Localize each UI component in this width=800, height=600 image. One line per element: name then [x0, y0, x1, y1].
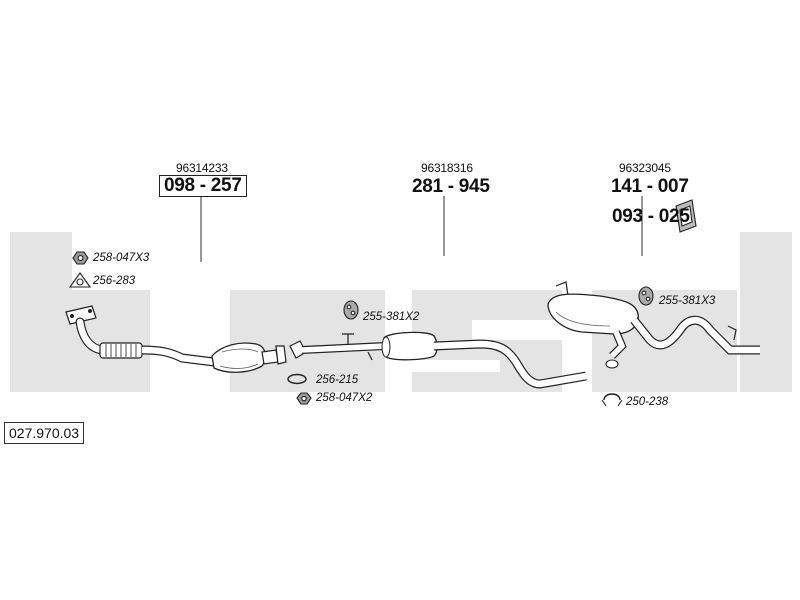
accessory-label-rubber-rear[interactable]: 255-381X3 [659, 295, 716, 307]
part-number-middle[interactable]: 281 - 945 [412, 176, 490, 197]
clamp-icon [601, 359, 623, 407]
bracket-icon [675, 199, 697, 233]
middle-pipe-drawing [289, 331, 587, 389]
oe-number-front: 96314233 [176, 161, 228, 175]
accessory-icons [68, 199, 697, 407]
accessory-label-nut-front[interactable]: 258-047X3 [93, 252, 150, 264]
oe-number-middle: 96318316 [421, 161, 473, 175]
part-number-heat-shield[interactable]: 093 - 025 [612, 206, 690, 227]
part-number-front[interactable]: 098 - 257 [159, 175, 247, 197]
diagram-number: 027.970.03 [4, 422, 85, 444]
accessory-label-rubber-mid[interactable]: 255-381X2 [363, 311, 420, 323]
rubber-mount-icon [638, 286, 654, 306]
leader-lines [200, 196, 643, 262]
front-pipe-drawing [65, 305, 287, 373]
accessory-label-nut-mid[interactable]: 258-047X2 [316, 392, 373, 404]
ring-gasket-icon [287, 373, 307, 385]
oe-number-rear: 96323045 [619, 161, 671, 175]
accessory-label-gasket-front[interactable]: 256-283 [93, 275, 136, 287]
part-number-rear[interactable]: 141 - 007 [611, 176, 689, 197]
rubber-mount-icon [343, 300, 359, 320]
rear-silencer-drawing [547, 281, 760, 359]
accessory-label-clamp-rear[interactable]: 250-238 [626, 396, 669, 408]
accessory-label-ring-mid[interactable]: 256-215 [316, 374, 359, 386]
